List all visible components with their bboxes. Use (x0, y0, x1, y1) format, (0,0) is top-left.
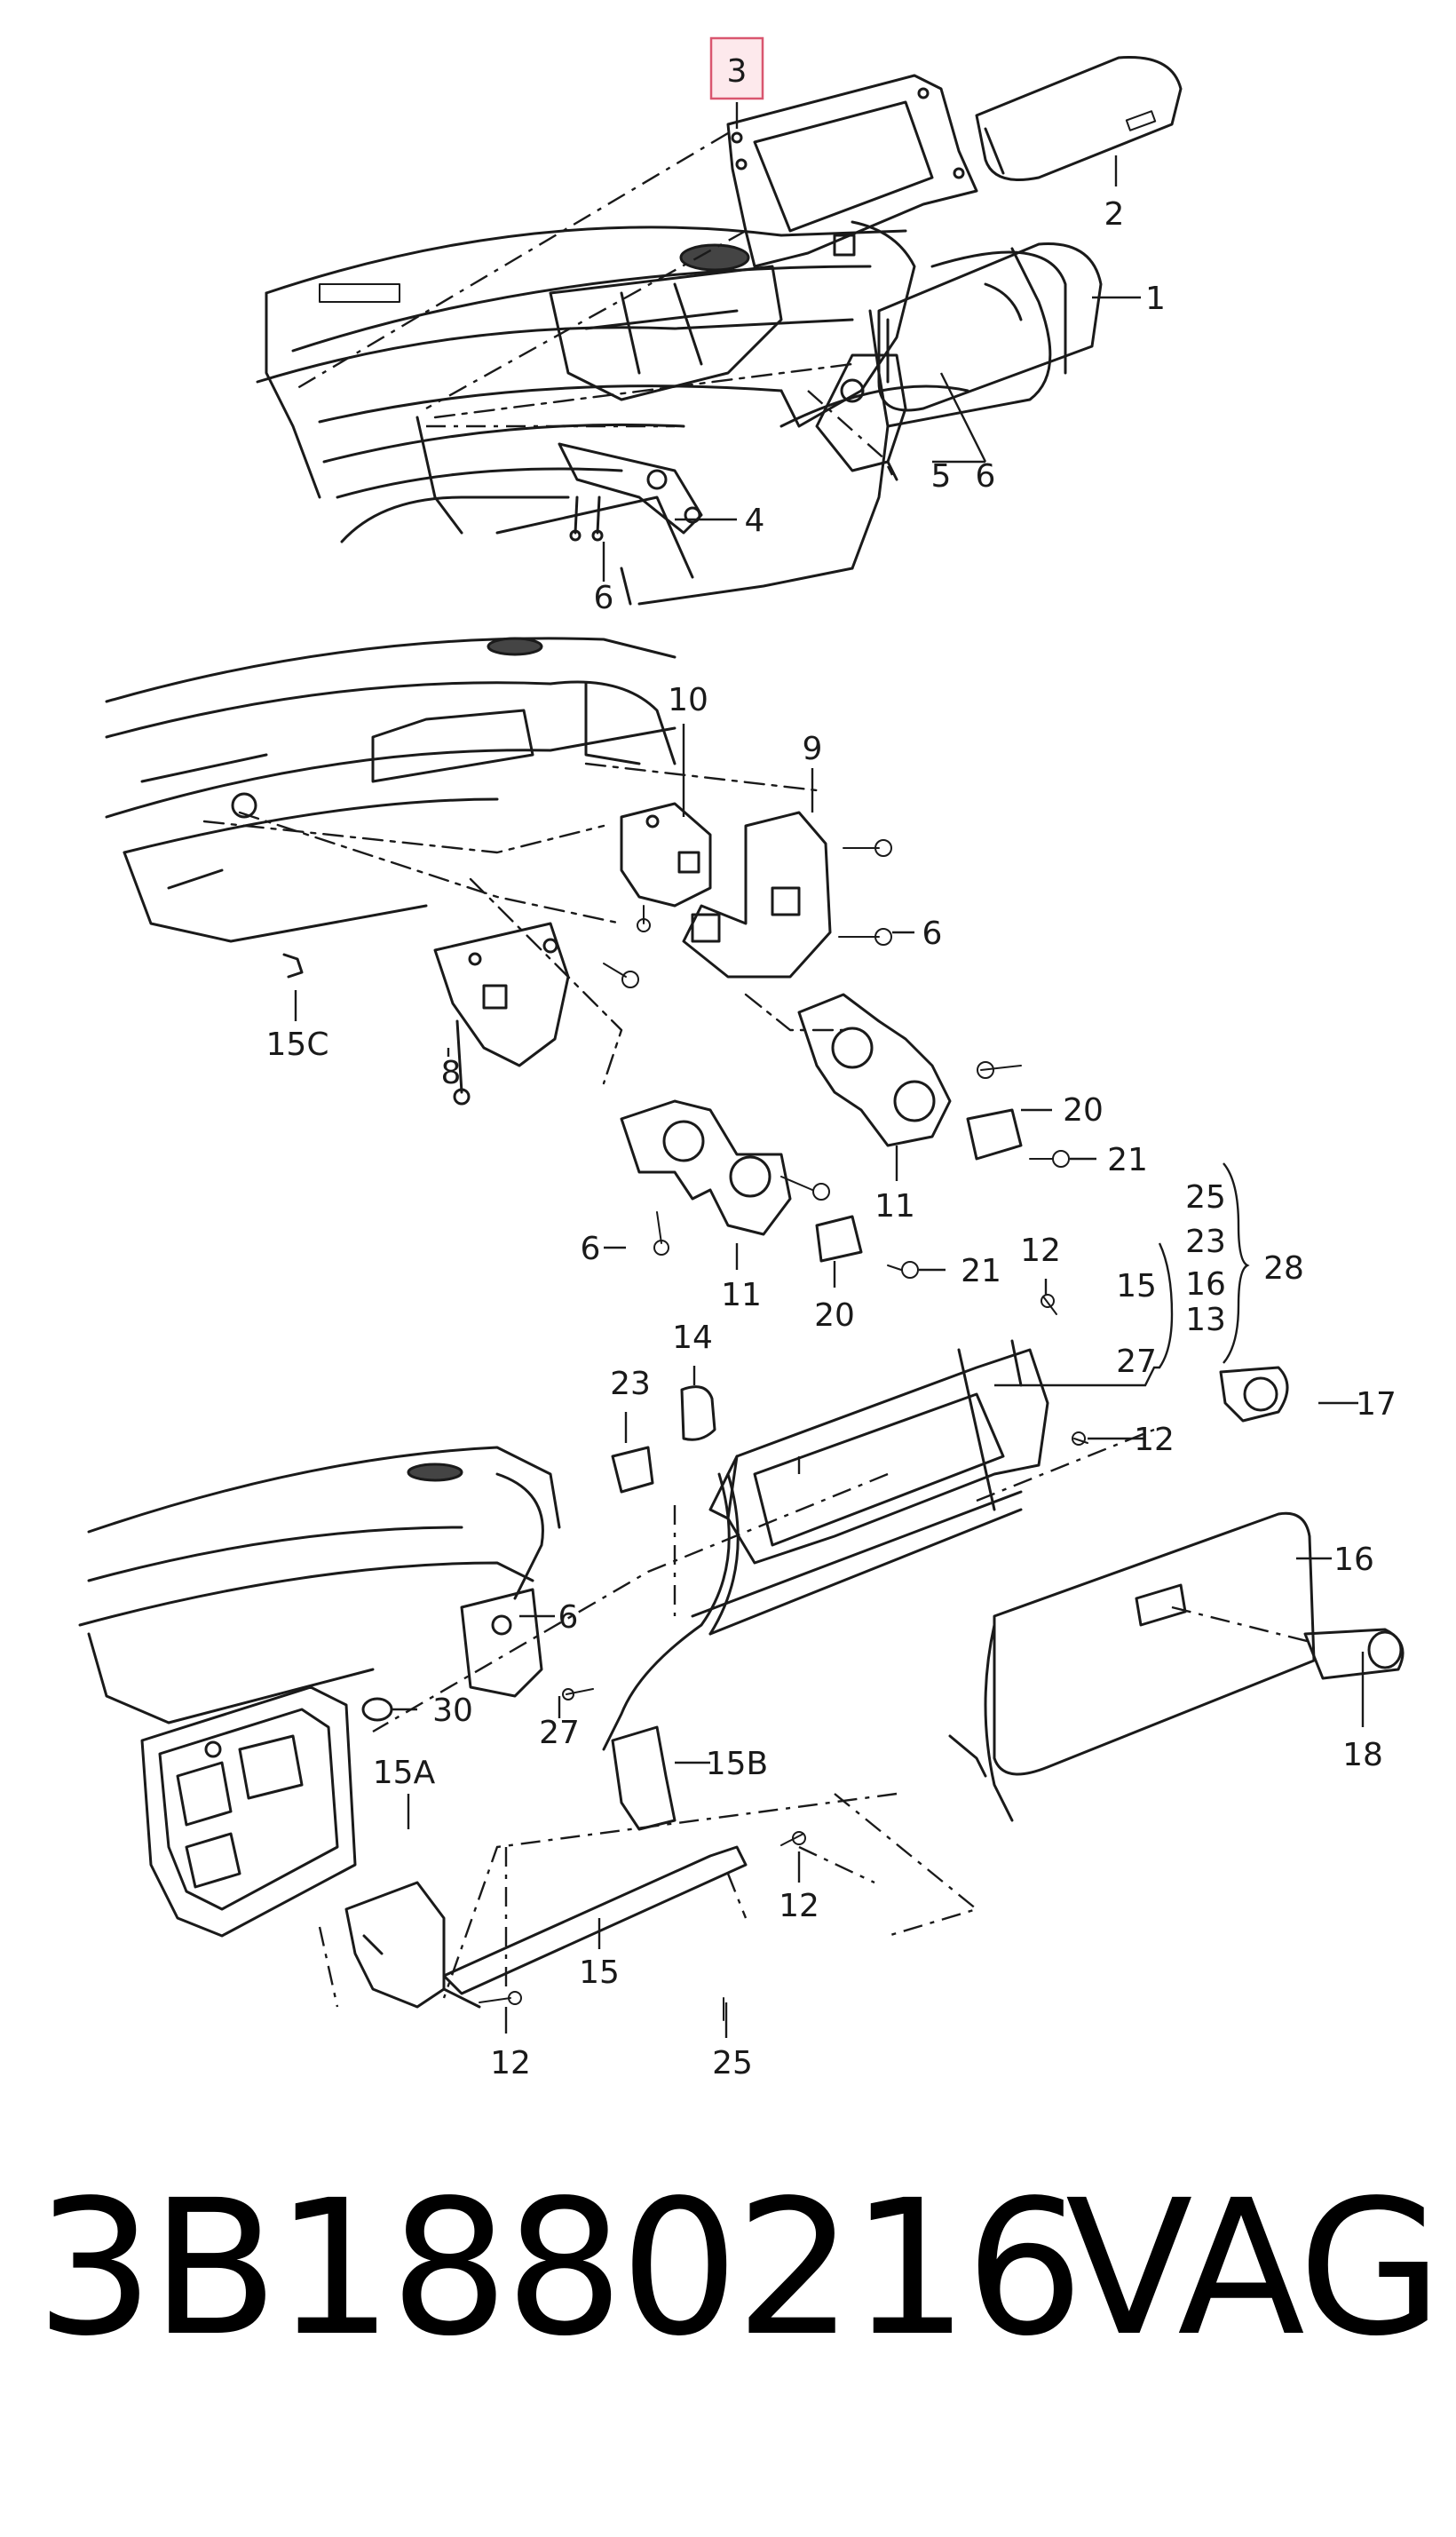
callout-15B: 15B (706, 1746, 769, 1782)
callout-25b: 25 (712, 2045, 753, 2081)
leaders-top (602, 102, 1141, 582)
callout-18: 18 (1342, 1737, 1383, 1773)
callout-12c: 12 (779, 1888, 819, 1924)
callout-4: 4 (745, 503, 765, 539)
assembly-lines-top (292, 131, 889, 463)
part-number-label: 3B1880216 (36, 2160, 1084, 2377)
callout-6c: 6 (922, 916, 943, 952)
callout-21a: 21 (1107, 1142, 1148, 1178)
callout-15A: 15A (373, 1755, 436, 1791)
callout-15: 15 (1116, 1268, 1157, 1304)
callout-6e: 6 (558, 1599, 579, 1636)
callout-10: 10 (668, 682, 708, 718)
leaders-middle (294, 724, 1096, 1288)
callout-23b: 23 (1185, 1224, 1226, 1260)
airbag-module-part-2 (975, 55, 1183, 181)
callout-8: 8 (441, 1055, 462, 1091)
callout-16b: 16 (1185, 1266, 1226, 1303)
top-dashboard-drawing (256, 220, 1067, 606)
callout-labels: 3 2 1 6 5 4 6 10 9 6 15C 8 20 21 11 6 21… (266, 53, 1397, 2081)
callout-17: 17 (1356, 1386, 1397, 1423)
callout-15C: 15C (266, 1027, 329, 1063)
callout-21b: 21 (961, 1253, 1001, 1289)
middle-dashboard-drawing (105, 637, 1070, 1279)
callout-23: 23 (610, 1366, 651, 1402)
callout-11b: 11 (721, 1277, 762, 1313)
callout-6b: 6 (594, 580, 614, 616)
callout-5: 5 (931, 458, 952, 495)
callout-20a: 20 (1063, 1092, 1104, 1129)
callout-15b: 15 (579, 1954, 620, 1991)
callout-9: 9 (803, 731, 823, 767)
bottom-dashboard-drawing (78, 1294, 1405, 2021)
callout-1: 1 (1145, 281, 1166, 317)
callout-12b: 12 (1134, 1422, 1175, 1458)
callout-16: 16 (1333, 1542, 1374, 1578)
highlight-box-part-3 (709, 36, 764, 100)
callout-28: 28 (1263, 1250, 1304, 1287)
callout-12d: 12 (490, 2045, 531, 2081)
airbag-bracket-part-3 (726, 74, 978, 268)
callout-30: 30 (432, 1693, 473, 1729)
callout-6d: 6 (581, 1231, 601, 1267)
callout-12a: 12 (1020, 1233, 1061, 1269)
callout-20b: 20 (814, 1297, 855, 1334)
callout-13: 13 (1185, 1302, 1226, 1338)
callout-14: 14 (672, 1320, 713, 1356)
airbag-housing-part-1 (877, 242, 1103, 412)
callout-11a: 11 (874, 1188, 915, 1225)
callout-3: 3 (727, 53, 748, 90)
assembly-lines-bottom (318, 1428, 1315, 2008)
callout-25: 25 (1185, 1179, 1226, 1216)
callout-27b: 27 (539, 1715, 580, 1751)
callout-6a: 6 (976, 458, 996, 495)
callout-2: 2 (1104, 196, 1125, 233)
leaders-bottom (391, 1279, 1365, 2038)
callout-27: 27 (1116, 1344, 1157, 1380)
brace-group-28 (994, 1162, 1250, 1387)
brand-label: VAG (1065, 2160, 1443, 2377)
